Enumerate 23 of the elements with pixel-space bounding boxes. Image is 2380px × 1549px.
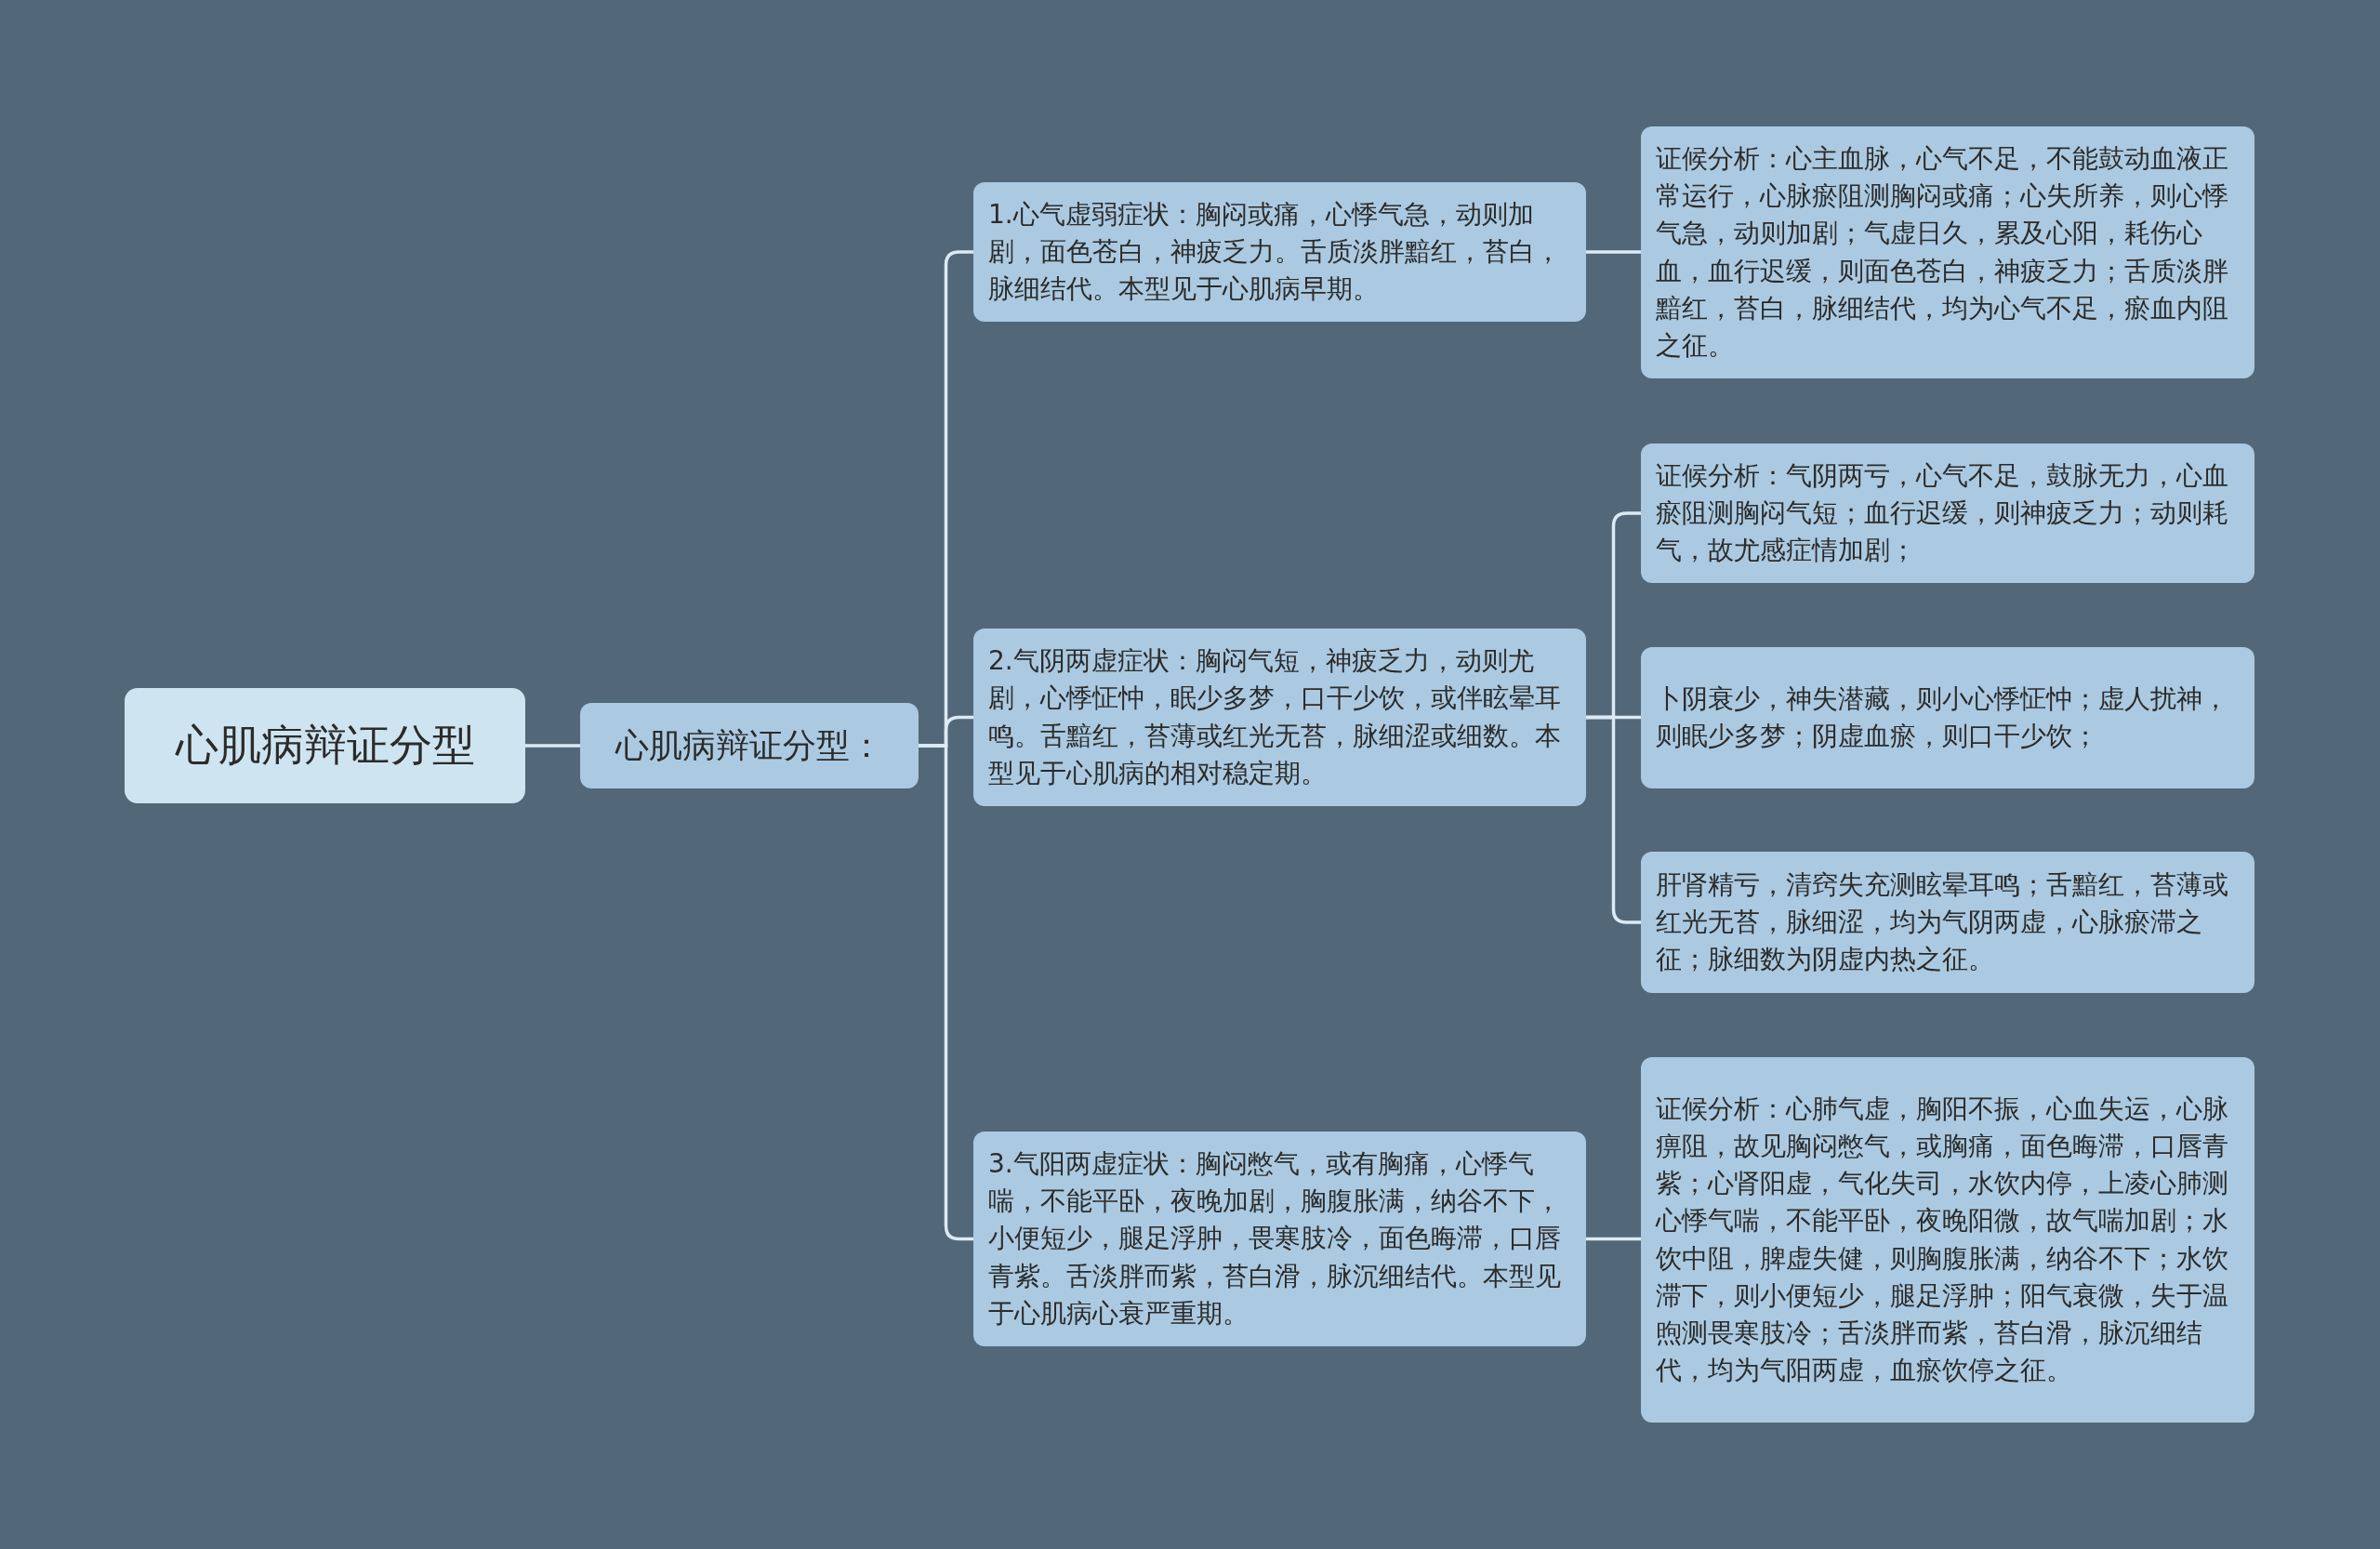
topic-box [580, 703, 919, 788]
subtopic-box [1641, 1057, 2254, 1423]
node-text: 卜阴衰少，神失潜藏，则小心悸怔忡；虚人扰神，则眠少多梦；阴虚血瘀，则口干少饮； [1656, 682, 2229, 753]
node-text: 心肌病辩证分型： [615, 725, 883, 766]
node-text: 证候分析：心肺气虚，胸阳不振，心血失运，心脉痹阻，故见胸闷憋气，或胸痛，面色晦滞，口唇青紫；心肾阳虚，气化失司，水饮内停，上凌心肺测心悸气喘，不能平卧，夜晚阳微，故气喘加剧；水饮中阻，脾虚失健，则胸腹胀满，纳谷不下；水饮滞下，则小便短少，腿足浮肿；阳气衰微，失于温煦测畏寒肢冷；舌淡胖而紫，苔白滑，脉沉细结代，均为气阳两虚，血瘀饮停之征。 [1656, 1092, 2229, 1387]
node-text: 3.气阳两虚症状：胸闷憋气，或有胸痛，心悸气喘，不能平卧，夜晚加剧，胸腹胀满，纳谷不下，小便短少，腿足浮肿，畏寒肢冷，面色晦滞，口唇青紫。舌淡胖而紫，苔白滑，脉沉细结代。本型见于心肌病心衰严重期。 [988, 1147, 1562, 1331]
node-text: 肝肾精亏，清窍失充测眩晕耳鸣；舌黯红，苔薄或红光无苔，脉细涩，均为气阴两虚，心脉瘀滞之征；脉细数为阴虚内热之征。 [1656, 867, 2229, 976]
node-text: 证候分析：心主血脉，心气不足，不能鼓动血液正常运行，心脉瘀阻测胸闷或痛；心失所养，则心悸气急，动则加剧；气虚日久，累及心阳，耗伤心血，血行迟缓，则面色苍白，神疲乏力；舌质淡胖黯红，苔白，脉细结代，均为心气不足，瘀血内阻之征。 [1656, 142, 2229, 363]
subtopic-box [973, 629, 1586, 806]
root-topic-box [125, 688, 525, 803]
subtopic-box [1641, 852, 2254, 993]
node-text: 2.气阴两虚症状：胸闷气短，神疲乏力，动则尤剧，心悸怔忡，眠少多梦，口干少饮，或伴眩晕耳鸣。舌黯红，苔薄或红光无苔，脉细涩或细数。本型见于心肌病的相对稳定期。 [988, 644, 1562, 790]
subtopic-box [1641, 126, 2254, 378]
subtopic-box [973, 1132, 1586, 1346]
node-text: 证候分析：气阴两亏，心气不足，鼓脉无力，心血瘀阻测胸闷气短；血行迟缓，则神疲乏力；动则耗气，故尤感症情加剧； [1656, 458, 2229, 567]
subtopic-box [973, 182, 1586, 322]
node-text: 心肌病辩证分型 [175, 720, 475, 772]
connector-line [1586, 250, 1641, 254]
node-text: 1.心气虚弱症状：胸闷或痛，心悸气急，动则加剧，面色苍白，神疲乏力。舌质淡胖黯红，苔白，脉细结代。本型见于心肌病早期。 [988, 197, 1562, 306]
connector-line [525, 744, 580, 748]
subtopic-box [1641, 444, 2254, 583]
subtopic-box [1641, 647, 2254, 788]
connector-line [1586, 1237, 1641, 1241]
